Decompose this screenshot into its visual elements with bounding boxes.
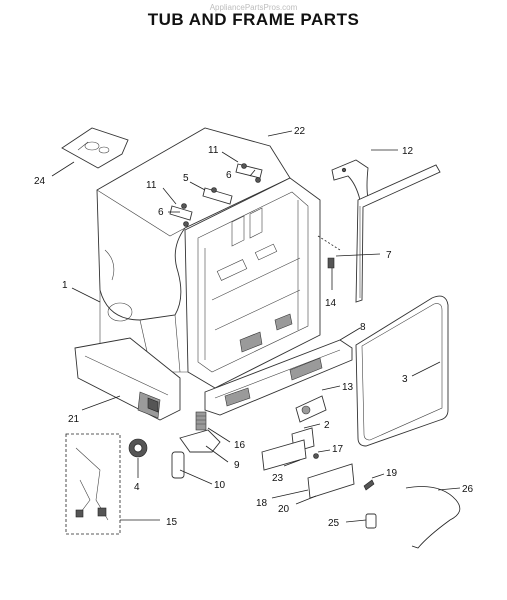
part-25-fitting <box>365 513 377 529</box>
callout-5: 5 <box>183 173 189 184</box>
part-26-drain-hose <box>405 486 461 549</box>
callout-8: 8 <box>360 322 366 333</box>
callout-17: 17 <box>332 444 344 455</box>
callout-11a: 11 <box>208 145 219 156</box>
callout-21: 21 <box>68 414 80 425</box>
page-title: TUB AND FRAME PARTS <box>147 10 360 29</box>
leader-lines <box>51 130 461 523</box>
part-24-install-kit <box>61 127 129 169</box>
callout-26: 26 <box>462 484 474 495</box>
callout-6b: 6 <box>158 207 164 218</box>
part-12-strike <box>331 159 369 201</box>
callout-4: 4 <box>134 482 140 493</box>
callout-22: 22 <box>294 126 306 137</box>
callout-19: 19 <box>386 468 398 479</box>
part-19-screw <box>363 479 375 491</box>
callout-1: 1 <box>62 280 68 291</box>
part-8-base <box>204 339 353 416</box>
part-20-toe-panel <box>307 463 355 499</box>
part-21-base-rail <box>74 337 181 421</box>
part-7-gasket <box>355 164 441 303</box>
callout-25: 25 <box>328 518 340 529</box>
part-10-hose <box>171 451 185 479</box>
callout-20: 20 <box>278 504 290 515</box>
part-13-valve <box>295 395 327 423</box>
callout-9: 9 <box>234 460 240 471</box>
part-9-elbow <box>179 429 221 453</box>
part-14-clip <box>317 235 341 269</box>
callout-3: 3 <box>402 374 408 385</box>
part-1-tub <box>99 177 321 389</box>
callout-11b: 11 <box>146 180 157 191</box>
callout-13: 13 <box>342 382 354 393</box>
callout-14: 14 <box>325 298 337 309</box>
callout-24: 24 <box>34 176 46 187</box>
part-23-bracket <box>261 439 319 471</box>
part-4-wheel <box>128 438 148 458</box>
callout-2: 2 <box>324 420 330 431</box>
callout-18: 18 <box>256 498 268 509</box>
part-22-tub-blanket <box>96 127 291 322</box>
callout-23: 23 <box>272 473 284 484</box>
part-16-float <box>195 411 207 431</box>
part-5-6-11-brackets <box>169 163 263 227</box>
callout-16: 16 <box>234 440 246 451</box>
part-3-door-gasket <box>355 295 449 447</box>
part-15-harness <box>65 433 121 535</box>
callout-numbers: 1 2 3 4 5 6 6 7 8 9 10 11 11 12 13 14 15… <box>34 126 474 529</box>
callout-12: 12 <box>402 146 414 157</box>
callout-7: 7 <box>386 250 392 261</box>
callout-6a: 6 <box>226 170 232 181</box>
watermark: AppliancePartsPros.com <box>209 3 298 12</box>
callout-15: 15 <box>166 517 178 528</box>
callout-10: 10 <box>214 480 226 491</box>
